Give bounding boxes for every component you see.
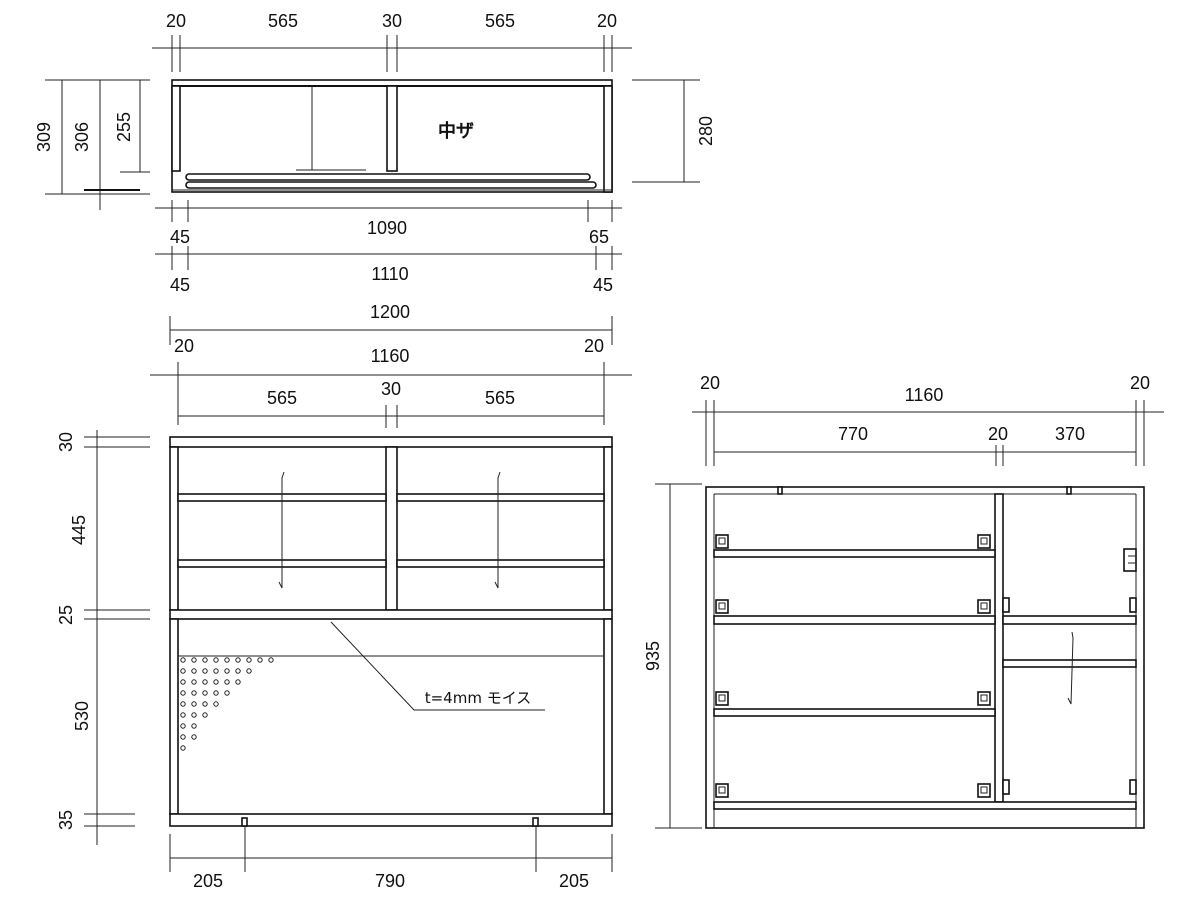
shelf-brackets [715,534,1137,798]
front-view-dim-1160: 1160 [371,346,410,366]
top-view-dim-45-c: 45 [593,275,613,295]
front-view-dim-30: 30 [381,379,401,399]
front-view-dim-790: 790 [375,871,405,891]
top-view-dim-45-a: 45 [170,227,190,247]
front-view-dim-205-left: 205 [193,871,223,891]
top-view-dim-20-left: 20 [166,11,186,31]
side-view-dim-20-right: 20 [1130,373,1150,393]
top-view-dim-30: 30 [382,11,402,31]
top-view-dim-1110: 1110 [371,264,408,284]
side-view-dim-935: 935 [643,641,663,671]
top-view-dim-565-left: 565 [268,11,298,31]
side-view-dimension-lines [655,400,1164,829]
side-view: 20 1160 20 770 20 370 935 [643,373,1164,829]
top-view-dim-1090: 1090 [367,218,407,238]
top-view-dim-309: 309 [34,122,54,152]
top-view-center-label: 中ザ [438,120,474,142]
top-view-dim-280: 280 [696,116,716,146]
front-view-dim-20-right: 20 [584,336,604,356]
front-view-dim-35: 35 [56,810,76,830]
front-view-dim-1200: 1200 [370,302,410,322]
side-view-dim-20-mid: 20 [988,424,1008,444]
top-view-dim-255: 255 [114,112,134,142]
front-view-dim-25: 25 [56,605,76,625]
front-view-dim-205-right: 205 [559,871,589,891]
top-view: 20 565 30 565 20 [34,11,716,295]
top-view-dim-20-right: 20 [597,11,617,31]
top-view-cabinet [171,79,613,193]
side-view-dim-370: 370 [1055,424,1085,444]
side-view-dim-1160: 1160 [905,385,944,405]
top-view-dim-306: 306 [72,122,92,152]
front-view-dim-530: 530 [72,701,92,731]
top-view-dimension-lines [45,35,700,270]
side-view-dim-770: 770 [838,424,868,444]
top-view-dim-565-right: 565 [485,11,515,31]
top-view-dim-45-b: 45 [170,275,190,295]
front-view-dim-20-left: 20 [174,336,194,356]
perforation-pattern [180,657,274,751]
front-view-dim-565-right: 565 [485,388,515,408]
front-view-dim-565-left: 565 [267,388,297,408]
front-view-dim-445: 445 [69,515,89,545]
panel-note: t=4mm モイス [425,689,532,707]
side-view-dim-20-left: 20 [700,373,720,393]
front-view-dim-30-top: 30 [56,432,76,452]
front-view: 1200 20 1160 20 565 30 565 [56,302,632,891]
side-view-cabinet [705,486,1145,829]
front-view-dimension-lines [84,316,632,872]
front-view-cabinet [169,436,613,827]
top-view-dim-65: 65 [589,227,609,247]
